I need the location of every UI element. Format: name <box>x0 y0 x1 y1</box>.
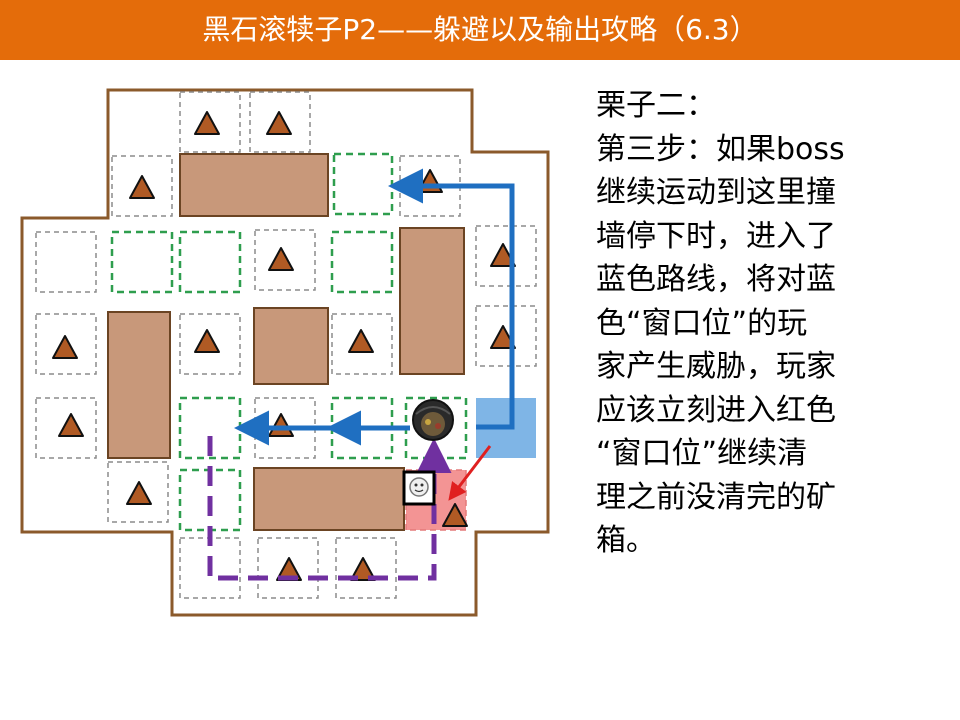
description-line: 墙停下时，进入了 <box>596 218 836 254</box>
ore-crate-triangle-icon <box>194 329 220 353</box>
ore-crate-triangle-icon <box>490 325 516 349</box>
player-token-icon <box>402 470 436 506</box>
red-arrow <box>448 445 492 501</box>
description-line: 家产生威胁，玩家 <box>596 349 836 384</box>
grid-cell <box>257 537 319 599</box>
green-window-cell <box>330 230 394 294</box>
ore-crate-triangle-icon <box>442 503 468 527</box>
grid-cell <box>179 91 241 153</box>
ore-crate-triangle-icon <box>58 413 84 437</box>
grid-cell <box>35 397 97 459</box>
description-line: 继续运动到这里撞 <box>596 175 836 210</box>
description-line: “窗口位”继续清 <box>596 436 808 471</box>
green-window-cell <box>178 230 242 294</box>
blue-route-path <box>398 183 515 430</box>
description-line: 栗子二： <box>596 88 716 123</box>
ore-crate-triangle-icon <box>52 335 78 359</box>
grid-cell <box>475 225 537 287</box>
grid-cell <box>111 155 173 217</box>
grid-cell <box>249 91 311 153</box>
description-line: 应该立刻进入红色 <box>596 392 836 428</box>
ore-crate-triangle-icon <box>194 111 220 135</box>
ore-crates <box>52 111 516 581</box>
boss-token-icon <box>412 399 454 441</box>
description-line: 箱。 <box>596 523 656 558</box>
pillar <box>399 227 465 375</box>
pillar <box>253 467 405 531</box>
grid-cell <box>179 313 241 375</box>
ore-crate-triangle-icon <box>129 175 155 199</box>
green-window-cell <box>110 230 174 294</box>
description-text: 栗子二： 第三步：如果boss 继续运动到这里撞 墙停下时，进入了 蓝色路线，将… <box>596 84 896 563</box>
grid-cell <box>35 313 97 375</box>
grid-cell <box>475 305 537 367</box>
grid-cell <box>35 231 97 293</box>
description-line: 蓝色路线，将对蓝 <box>596 262 836 297</box>
ore-crate-triangle-icon <box>350 557 376 581</box>
grid-cell <box>335 537 397 599</box>
purple-route <box>207 436 437 581</box>
ore-crate-triangle-icon <box>126 481 152 505</box>
ore-crate-triangle-icon <box>348 329 374 353</box>
description-line: 理之前没清完的矿 <box>596 479 836 515</box>
pillar <box>179 153 329 217</box>
grid-cell <box>107 461 169 523</box>
blue-route <box>234 168 515 446</box>
ore-crate-triangle-icon <box>266 111 292 135</box>
grid-cell <box>331 313 393 375</box>
ore-crate-triangle-icon <box>490 243 516 267</box>
pillars <box>107 153 465 531</box>
description-line: 第三步：如果boss <box>596 131 845 167</box>
ore-crate-triangle-icon <box>268 247 294 271</box>
title-bar: 黑石滚犊子P2——躲避以及输出攻略（6.3） <box>0 0 960 60</box>
slide-title: 黑石滚犊子P2——躲避以及输出攻略（6.3） <box>202 13 758 46</box>
arena-map <box>20 88 550 617</box>
pillar <box>253 307 329 385</box>
pillar <box>107 311 171 459</box>
description-line: 色“窗口位”的玩 <box>596 305 808 341</box>
grid-cell <box>254 229 316 291</box>
